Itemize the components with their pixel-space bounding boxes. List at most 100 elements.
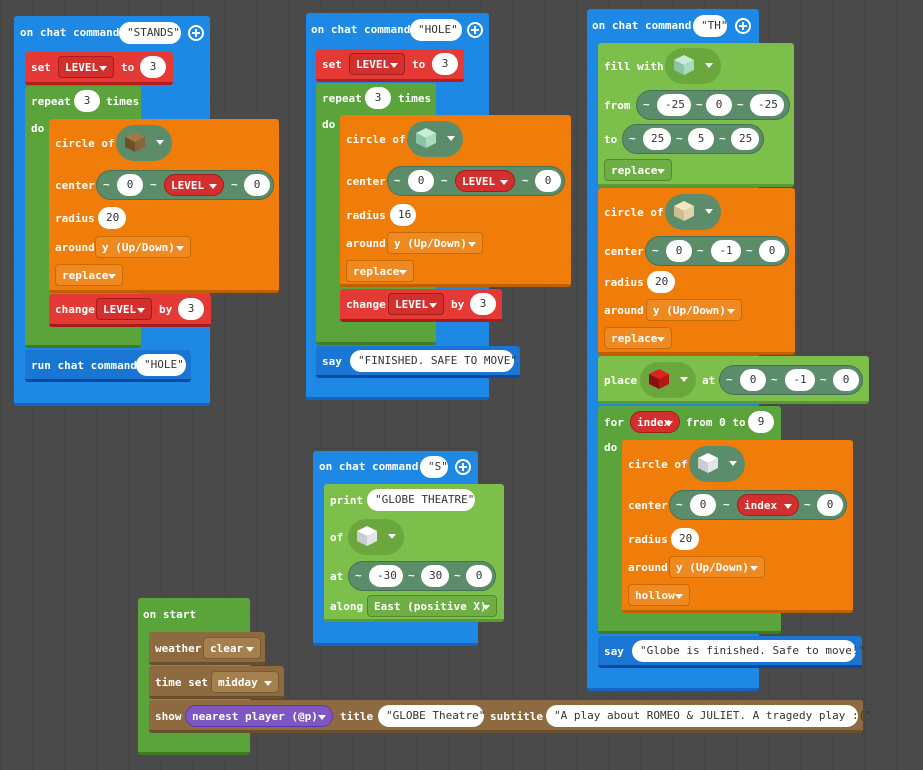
wood-block-icon <box>125 132 145 152</box>
tilde: ~ <box>719 132 726 145</box>
command-name-input[interactable]: "HOLE" <box>410 19 462 41</box>
z-input[interactable]: 0 <box>244 174 270 196</box>
range-end-input[interactable]: 9 <box>748 411 774 433</box>
add-parameter-icon[interactable] <box>735 18 751 34</box>
by-value-input[interactable]: 3 <box>178 298 204 320</box>
subtitle-input[interactable]: "A play about ROMEO & JULIET. A tragedy … <box>546 705 872 727</box>
set-value-input[interactable]: 3 <box>432 53 458 75</box>
on-start-label: on start <box>143 608 196 621</box>
time-dropdown[interactable]: midday <box>211 671 279 693</box>
tilde: ~ <box>726 373 733 386</box>
z-input[interactable]: 0 <box>535 170 561 192</box>
y-input[interactable]: 0 <box>706 94 732 116</box>
glass-block-icon <box>416 128 436 148</box>
x-input[interactable]: 0 <box>117 174 143 196</box>
x-input[interactable]: -25 <box>657 94 691 116</box>
tilde: ~ <box>676 132 683 145</box>
chat-command-label: on chat command <box>319 460 419 473</box>
y-input[interactable]: 30 <box>421 565 449 587</box>
repeat-count-input[interactable]: 3 <box>74 90 100 112</box>
weather-dropdown[interactable]: clear <box>203 637 261 659</box>
x-input[interactable]: -30 <box>369 565 403 587</box>
radius-input[interactable]: 20 <box>671 528 699 550</box>
block-picker[interactable] <box>640 362 696 398</box>
axis-dropdown[interactable]: y (Up/Down) <box>95 236 191 258</box>
add-parameter-icon[interactable] <box>188 25 204 41</box>
add-parameter-icon[interactable] <box>467 22 483 38</box>
z-input[interactable]: 0 <box>833 369 859 391</box>
mode-dropdown[interactable]: replace <box>55 264 123 286</box>
print-label: print <box>330 494 364 507</box>
center-label: center <box>604 245 644 258</box>
z-input[interactable]: 0 <box>817 494 843 516</box>
loop-variable[interactable]: index <box>630 411 680 433</box>
to-label: to <box>604 133 618 146</box>
repeat-count-input[interactable]: 3 <box>365 87 391 109</box>
time-set-label: time set <box>155 676 208 689</box>
place-label: place <box>604 374 638 387</box>
y-input[interactable]: -1 <box>785 369 815 391</box>
direction-dropdown[interactable]: East (positive X) <box>367 595 497 617</box>
z-input[interactable]: 25 <box>731 128 759 150</box>
do-label: do <box>322 118 336 131</box>
command-name-input[interactable]: "TH" <box>693 15 728 37</box>
mode-dropdown[interactable]: hollow <box>628 584 690 606</box>
y-variable-dropdown[interactable]: LEVEL <box>455 170 515 192</box>
radius-label: radius <box>628 533 668 546</box>
say-message-input[interactable]: "Globe is finished. Safe to move!" <box>632 640 865 662</box>
radius-input[interactable]: 16 <box>390 204 416 226</box>
command-name-input[interactable]: "S" <box>420 456 448 478</box>
mode-dropdown[interactable]: replace <box>604 159 672 181</box>
by-label: by <box>159 303 173 316</box>
x-input[interactable]: 0 <box>690 494 716 516</box>
tilde: ~ <box>355 569 362 582</box>
repeat-label: repeat <box>322 92 362 105</box>
radius-input[interactable]: 20 <box>98 207 126 229</box>
block-picker[interactable] <box>348 519 404 555</box>
x-input[interactable]: 0 <box>666 240 692 262</box>
y-input[interactable]: -1 <box>711 240 741 262</box>
center-label: center <box>55 179 95 192</box>
print-text-input[interactable]: "GLOBE THEATRE" <box>367 489 475 511</box>
tilde: ~ <box>408 569 415 582</box>
tilde: ~ <box>643 98 650 111</box>
y-variable-dropdown[interactable]: LEVEL <box>164 174 224 196</box>
set-value-input[interactable]: 3 <box>140 56 166 78</box>
z-input[interactable]: -25 <box>750 94 784 116</box>
block-picker[interactable] <box>407 121 463 157</box>
say-message-input[interactable]: "FINISHED. SAFE TO MOVE" <box>350 350 517 372</box>
y-input[interactable]: 5 <box>688 128 714 150</box>
variable-dropdown[interactable]: LEVEL <box>96 298 152 320</box>
target-selector-dropdown[interactable]: nearest player (@p) <box>185 705 333 727</box>
axis-dropdown[interactable]: y (Up/Down) <box>669 556 765 578</box>
glass-block-icon <box>674 55 694 75</box>
block-picker[interactable] <box>665 194 721 230</box>
command-name-input[interactable]: "STANDS" <box>119 22 181 44</box>
radius-label: radius <box>604 276 644 289</box>
block-picker[interactable] <box>665 48 721 84</box>
axis-dropdown[interactable]: y (Up/Down) <box>646 299 742 321</box>
mode-dropdown[interactable]: replace <box>604 327 672 349</box>
z-input[interactable]: 0 <box>759 240 785 262</box>
run-command-input[interactable]: "HOLE" <box>136 354 186 376</box>
axis-dropdown[interactable]: y (Up/Down) <box>387 232 483 254</box>
say-label: say <box>322 355 342 368</box>
variable-dropdown[interactable]: LEVEL <box>388 293 444 315</box>
x-input[interactable]: 0 <box>408 170 434 192</box>
mode-dropdown[interactable]: replace <box>346 260 414 282</box>
by-value-input[interactable]: 3 <box>470 293 496 315</box>
z-input[interactable]: 0 <box>466 565 492 587</box>
block-picker[interactable] <box>689 446 745 482</box>
title-input[interactable]: "GLOBE Theatre" <box>378 705 485 727</box>
x-input[interactable]: 25 <box>643 128 671 150</box>
variable-dropdown[interactable]: LEVEL <box>58 56 114 78</box>
circle-of-label: circle of <box>346 133 406 146</box>
variable-dropdown[interactable]: LEVEL <box>349 53 405 75</box>
block-picker[interactable] <box>116 125 172 161</box>
radius-input[interactable]: 20 <box>647 271 675 293</box>
add-parameter-icon[interactable] <box>455 459 471 475</box>
x-input[interactable]: 0 <box>740 369 766 391</box>
subtitle-label: subtitle <box>490 710 543 723</box>
fill-with-label: fill with <box>604 60 664 73</box>
y-variable-dropdown[interactable]: index <box>737 494 799 516</box>
